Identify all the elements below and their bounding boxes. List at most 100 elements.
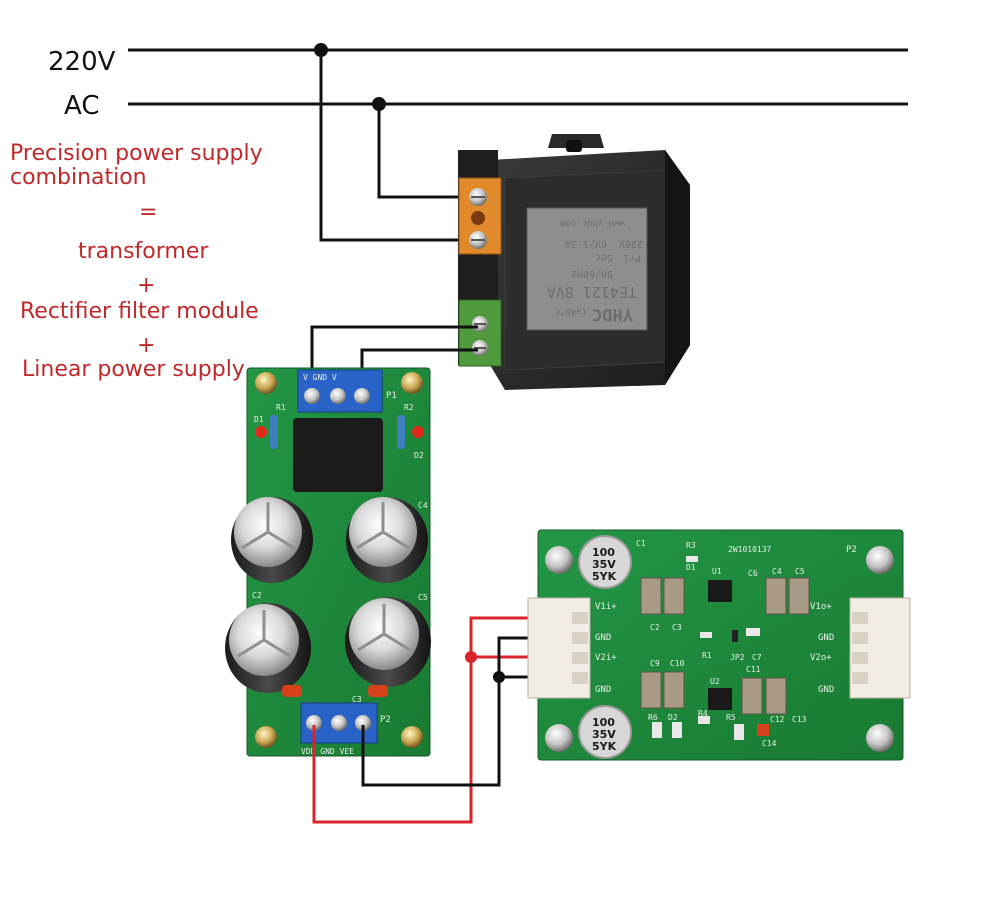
regulator-ic-u1 <box>708 580 732 602</box>
linear-r4: R4 <box>698 709 708 718</box>
rectifier-r1: R1 <box>276 403 286 412</box>
linear-pin-gnd-2: GND <box>595 685 611 695</box>
rectifier-filter-module: V GND V P1 R1 R2 D1 D2 <box>225 367 431 757</box>
rectifier-p2-pins: VDD GND VEE <box>301 747 354 756</box>
linear-c6: C6 <box>748 569 758 578</box>
linear-r1: R1 <box>702 651 712 660</box>
transformer-freq: 50/60Hz <box>571 268 613 279</box>
linear-pin-gnd-1: GND <box>595 633 611 643</box>
smd-capacitor-group-top <box>640 577 810 615</box>
linear-d1: D1 <box>686 563 696 572</box>
linear-c10: C10 <box>670 659 685 668</box>
rectifier-c5: C5 <box>418 593 428 602</box>
linear-cap-value: 100 <box>592 546 615 559</box>
plus-sign-1: + <box>137 273 155 298</box>
linear-c14: C14 <box>762 739 777 748</box>
transformer-brand: YHDC <box>592 304 633 324</box>
rectifier-c2: C2 <box>252 591 262 600</box>
transformer-text: YHDC ta40°C TE4121 8VA 50/60Hz Pri Sec 2… <box>547 218 643 324</box>
linear-c12: C12 <box>770 715 785 724</box>
linear-input-connector <box>527 597 591 699</box>
linear-pin-v1o: V1o+ <box>810 602 832 612</box>
led-red <box>255 426 267 438</box>
transformer-sec-voltage: 6V/1.3A <box>565 238 607 249</box>
linear-pin-v1i: V1i+ <box>595 602 617 612</box>
linear-r6: R6 <box>648 713 658 722</box>
mounting-screw <box>545 724 573 752</box>
mounting-screw <box>866 724 894 752</box>
title-line-1: Precision power supply <box>10 141 263 166</box>
equals-sign: = <box>139 200 157 225</box>
filter-capacitor <box>231 497 313 583</box>
label-220v: 220V <box>48 47 116 77</box>
mounting-screw <box>401 372 423 394</box>
linear-c2: C2 <box>650 623 660 632</box>
linear-u1: U1 <box>712 567 722 576</box>
linear-d2: D2 <box>668 713 678 722</box>
plus-sign-2: + <box>137 333 155 358</box>
item-transformer: transformer <box>78 239 209 264</box>
linear-jp2: JP2 <box>730 653 745 662</box>
rectifier-d1: D1 <box>254 415 264 424</box>
linear-r5: R5 <box>726 713 736 722</box>
linear-pin-gnd-3: GND <box>818 633 834 643</box>
rectifier-p1-pins: V GND V <box>303 373 337 382</box>
regulator-ic-u2 <box>708 688 732 710</box>
transformer-sec: Sec <box>595 252 613 263</box>
rectifier-r2: R2 <box>404 403 414 412</box>
rectifier-p1-terminal: V GND V <box>297 369 383 413</box>
transformer-website: www.yhdc.com <box>560 218 625 228</box>
title-line-2: combination <box>10 165 147 190</box>
linear-r3: R3 <box>686 541 696 550</box>
mounting-screw <box>255 726 277 748</box>
linear-p2: P2 <box>846 545 857 555</box>
linear-cap-voltage: 35V <box>592 558 616 571</box>
transformer-primary-terminal <box>458 177 502 255</box>
led-red <box>412 426 424 438</box>
transformer-label-plate <box>526 207 648 331</box>
linear-cap-series: 5YK <box>592 740 617 753</box>
linear-pin-v2i: V2i+ <box>595 653 617 663</box>
linear-u2: U2 <box>710 677 720 686</box>
junction-dot-red <box>465 651 477 663</box>
description-labels: Precision power supply combination = tra… <box>10 141 263 382</box>
linear-c4: C4 <box>772 567 782 576</box>
linear-pin-v2o: V2o+ <box>810 653 832 663</box>
junction-dot-black <box>493 671 505 683</box>
smd-capacitor-group-bottom <box>640 671 787 715</box>
mounting-screw <box>545 546 573 574</box>
linear-power-supply-module: 2W1010137 P2 100 35V 5YK 100 35V 5YK V1i… <box>527 529 911 761</box>
mains-lines <box>128 43 908 242</box>
linear-c11: C11 <box>746 665 761 674</box>
rectifier-d2: D2 <box>414 451 424 460</box>
rectifier-c4: C4 <box>418 501 428 510</box>
mounting-screw <box>401 726 423 748</box>
linear-c9: C9 <box>650 659 660 668</box>
electrolytic-capacitor-bottom: 100 35V 5YK <box>578 705 632 759</box>
linear-pin-gnd-4: GND <box>818 685 834 695</box>
filter-capacitor <box>346 497 428 583</box>
filter-capacitor <box>225 603 311 693</box>
linear-cap-voltage: 35V <box>592 728 616 741</box>
transformer: YHDC ta40°C TE4121 8VA 50/60Hz Pri Sec 2… <box>458 134 690 390</box>
linear-c5: C5 <box>795 567 805 576</box>
linear-cap-series: 5YK <box>592 570 617 583</box>
mounting-screw <box>255 372 277 394</box>
electrolytic-capacitor-top: 100 35V 5YK <box>578 535 632 589</box>
transformer-pri-voltage: 220V <box>619 238 643 249</box>
item-linear-power-supply: Linear power supply <box>22 357 245 382</box>
linear-serial: 2W1010137 <box>728 545 772 554</box>
transformer-pri: Pri <box>623 252 641 263</box>
linear-c7: C7 <box>752 653 762 662</box>
rectifier-c3: C3 <box>352 695 362 704</box>
transformer-secondary-terminal <box>458 299 502 367</box>
linear-cap-value: 100 <box>592 716 615 729</box>
rectifier-p1-label: P1 <box>386 391 397 401</box>
linear-c1: C1 <box>636 539 646 548</box>
mounting-screw <box>866 546 894 574</box>
linear-c3: C3 <box>672 623 682 632</box>
linear-c13: C13 <box>792 715 807 724</box>
linear-output-connector <box>849 597 911 699</box>
label-ac: AC <box>64 91 99 121</box>
transformer-temp: ta40°C <box>554 306 587 316</box>
